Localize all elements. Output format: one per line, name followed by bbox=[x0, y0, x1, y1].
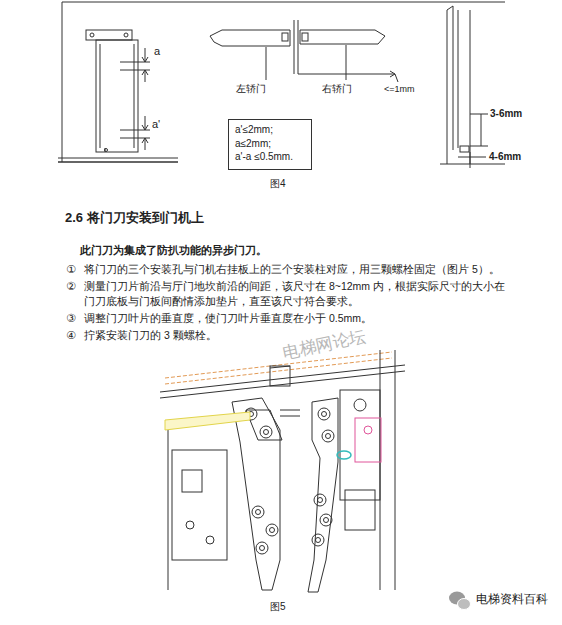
page-rule bbox=[62, 2, 505, 3]
dimension-label: a bbox=[154, 44, 160, 58]
spec-line: a'≤2mm; bbox=[235, 123, 305, 137]
account-name: 电梯资料百科 bbox=[476, 592, 548, 608]
section-heading: 2.6 将门刀安装到门机上 bbox=[65, 210, 204, 227]
part-name: 左轿门 bbox=[236, 82, 266, 95]
figure-caption: 图5 bbox=[270, 600, 286, 613]
step-number: ④ bbox=[66, 328, 76, 342]
figure-caption: 图4 bbox=[270, 177, 286, 190]
watermark: 电梯网论坛 bbox=[281, 325, 369, 364]
spec-line: a≤2mm; bbox=[235, 137, 305, 151]
part-name: 右轿门 bbox=[322, 82, 352, 95]
step-text: 调整门刀叶片的垂直度，使门刀叶片垂直度在小于 0.5mm。 bbox=[84, 311, 524, 326]
dimension-label: <=1mm bbox=[384, 84, 415, 96]
dimension-label: a' bbox=[152, 117, 160, 131]
dimension-label: 4-6mm bbox=[489, 150, 521, 163]
step-number: ① bbox=[66, 262, 76, 276]
step-number: ③ bbox=[66, 311, 76, 325]
wechat-icon bbox=[449, 592, 471, 610]
hanger-drawing bbox=[58, 2, 178, 162]
intro-text: 此门刀为集成了防扒功能的异步门刀。 bbox=[80, 243, 267, 257]
step-text: 将门刀的三个安装孔与门机右挂板上的三个安装柱对应，用三颗螺栓固定（图片 5）。 bbox=[84, 262, 524, 277]
step-text: 测量门刀片前沿与厅门地坎前沿的间距，该尺寸在 8~12mm 内，根据实际尺寸的大… bbox=[84, 279, 514, 309]
spec-box: a'≤2mm;a≤2mm;a'-a ≤0.5mm. bbox=[228, 119, 312, 170]
sill-drawing bbox=[440, 6, 505, 168]
dimension-label: 3-6mm bbox=[490, 107, 522, 120]
step-number: ② bbox=[66, 279, 76, 293]
car-doors-drawing bbox=[210, 20, 398, 82]
spec-line: a'-a ≤0.5mm. bbox=[235, 150, 305, 164]
door-knife-illustration bbox=[160, 350, 405, 592]
